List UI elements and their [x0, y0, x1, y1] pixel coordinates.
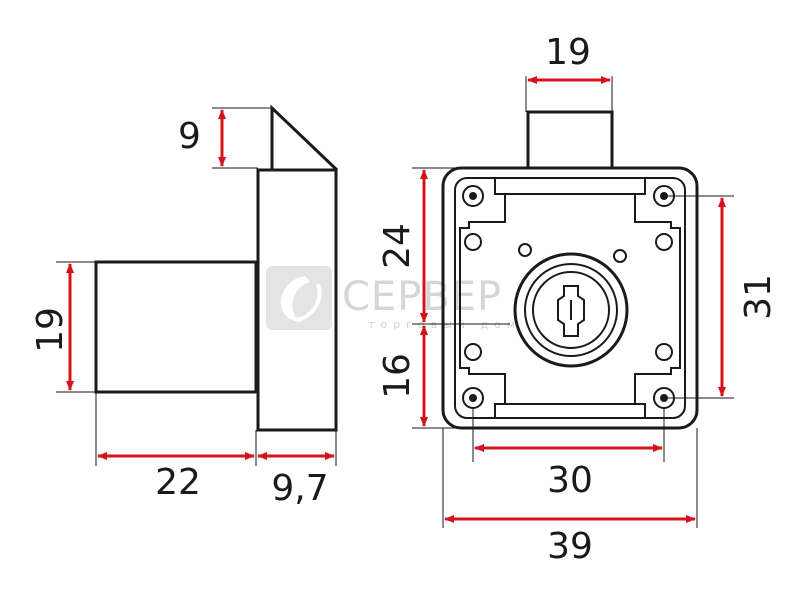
pin-hole-right — [613, 249, 627, 263]
watermark: СЕРВЕР торговый дом — [266, 266, 515, 331]
watermark-logo — [266, 266, 332, 330]
front-housing-outer — [441, 166, 699, 430]
dim-label-plate-thickness: 9,7 — [271, 468, 328, 509]
key-cylinder-outer — [513, 252, 629, 368]
key-cylinder-core — [532, 271, 610, 349]
side-hole-upper-right — [655, 233, 673, 251]
side-bolt-body — [94, 260, 258, 394]
dim-label-lower-height: 16 — [377, 353, 418, 399]
front-view: 19 24 16 31 30 39 — [377, 32, 779, 567]
dim-label-hole-spacing-vertical: 31 — [738, 274, 779, 320]
mounting-hole-top-left — [462, 185, 484, 207]
front-inner-plate — [459, 178, 681, 418]
side-hole-lower-left — [464, 343, 482, 361]
dim-label-overall-width: 39 — [547, 526, 593, 567]
key-cylinder-ring — [524, 263, 618, 357]
dim-label-upper-height: 24 — [377, 223, 418, 269]
pin-hole-left — [518, 243, 532, 257]
side-view: 9 19 22 9,7 — [30, 104, 339, 509]
side-hole-lower-right — [655, 343, 673, 361]
front-bolt — [526, 110, 614, 170]
dim-label-hole-spacing-horizontal: 30 — [547, 460, 593, 501]
front-housing-inner — [454, 177, 686, 419]
dim-label-body-length: 22 — [155, 462, 201, 503]
side-hole-upper-left — [464, 233, 482, 251]
side-angled-tongue — [270, 104, 339, 172]
keyhole-icon — [557, 285, 585, 337]
dim-label-body-height: 19 — [30, 307, 71, 353]
dim-label-bolt-width: 19 — [545, 32, 591, 73]
watermark-title: СЕРВЕР — [342, 274, 502, 320]
dim-label-tongue-height: 9 — [178, 116, 201, 157]
